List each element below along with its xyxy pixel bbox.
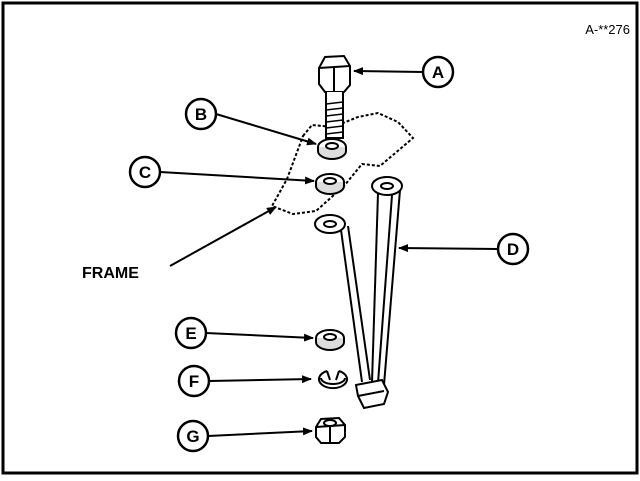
washer-c-icon <box>315 173 345 195</box>
callout-b-circle <box>184 97 218 131</box>
callout-f-circle <box>177 364 211 398</box>
figure-id: A-**276 <box>585 22 630 37</box>
washer-e-icon <box>315 329 345 351</box>
callout-g-label: G <box>186 427 199 446</box>
leader-a <box>353 67 424 76</box>
leader-e <box>205 332 314 342</box>
leader-d <box>398 244 499 253</box>
callout-e-label: E <box>185 324 196 343</box>
frame-outline <box>270 111 415 216</box>
callout-b-label: B <box>195 105 207 124</box>
callout-a-label: A <box>432 63 444 82</box>
callout-d-label: D <box>507 240 519 259</box>
frame-label: FRAME <box>82 265 139 282</box>
hex-nut-g-icon <box>315 416 346 444</box>
bracket-icon <box>314 176 403 410</box>
leader-g <box>207 427 313 437</box>
hex-bolt-icon <box>318 54 351 139</box>
callout-c-label: C <box>139 163 151 182</box>
washer-b-icon <box>317 138 347 160</box>
leader-c <box>159 171 315 185</box>
leader-b <box>215 113 317 146</box>
leader-f <box>208 375 312 384</box>
leader-frame <box>169 206 277 267</box>
callout-c-circle <box>128 155 162 189</box>
callout-g-circle <box>176 419 210 453</box>
callout-e-circle <box>174 316 208 350</box>
lock-washer-f-icon <box>318 370 348 390</box>
callout-d-circle <box>496 232 530 266</box>
callout-a-circle <box>421 55 455 89</box>
callout-f-label: F <box>189 372 199 391</box>
